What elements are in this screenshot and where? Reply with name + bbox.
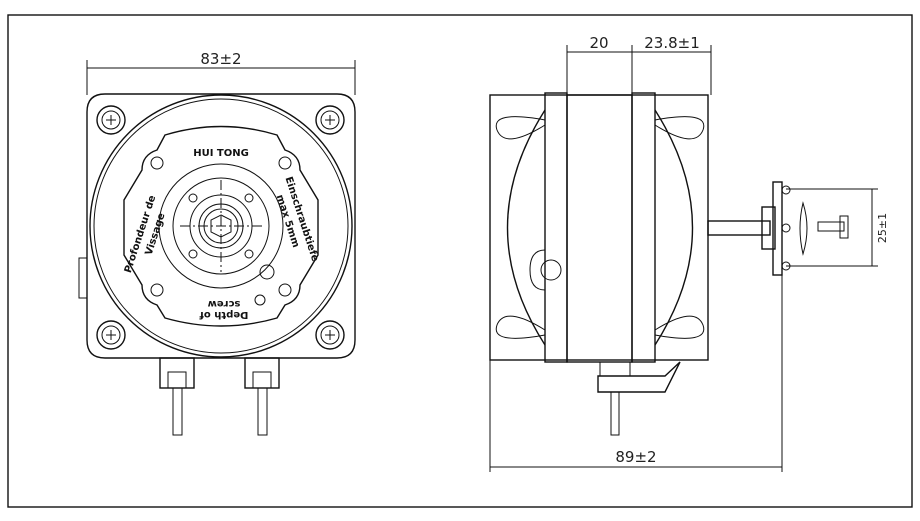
side-view: 20 23.8±1 25±1: [489, 34, 889, 472]
width-dimension: 83±2: [86, 50, 356, 95]
stator-dimension-label: 20: [589, 34, 608, 52]
label-english-1: Depth of: [199, 309, 248, 320]
side-tab: [78, 257, 88, 299]
shaft-dimension-label: 23.8±1: [644, 34, 700, 52]
corner-screws: [96, 105, 345, 350]
outer-ring: [89, 94, 353, 358]
front-view: 83±2 HUI T: [78, 50, 356, 436]
mount-holes: [150, 156, 292, 297]
label-english-2: screw: [208, 298, 241, 309]
end-bracket-left: [544, 92, 568, 363]
hub: [158, 163, 284, 289]
drawing-frame: [7, 14, 913, 508]
shaft-dimension: 23.8±1: [632, 34, 712, 95]
label-plate: [123, 125, 319, 327]
brand-label: HUI TONG: [193, 148, 249, 159]
shaft: [707, 220, 771, 236]
motor-body-outline: [489, 94, 709, 361]
stator-laminations: [566, 94, 633, 363]
total-length-dimension-label: 89±2: [615, 448, 656, 466]
terminal-right: [244, 357, 280, 436]
end-bracket-right: [631, 92, 656, 363]
bottom-terminal: [597, 361, 681, 436]
stator-dimension: 20: [566, 34, 633, 95]
flange-dimension-label: 25±1: [876, 213, 889, 243]
terminal-left: [159, 357, 195, 436]
width-dimension-label: 83±2: [200, 50, 241, 68]
motor-housing: [86, 93, 356, 359]
total-length-dimension: 89±2: [489, 275, 783, 472]
flange-dimension: 25±1: [786, 188, 889, 267]
